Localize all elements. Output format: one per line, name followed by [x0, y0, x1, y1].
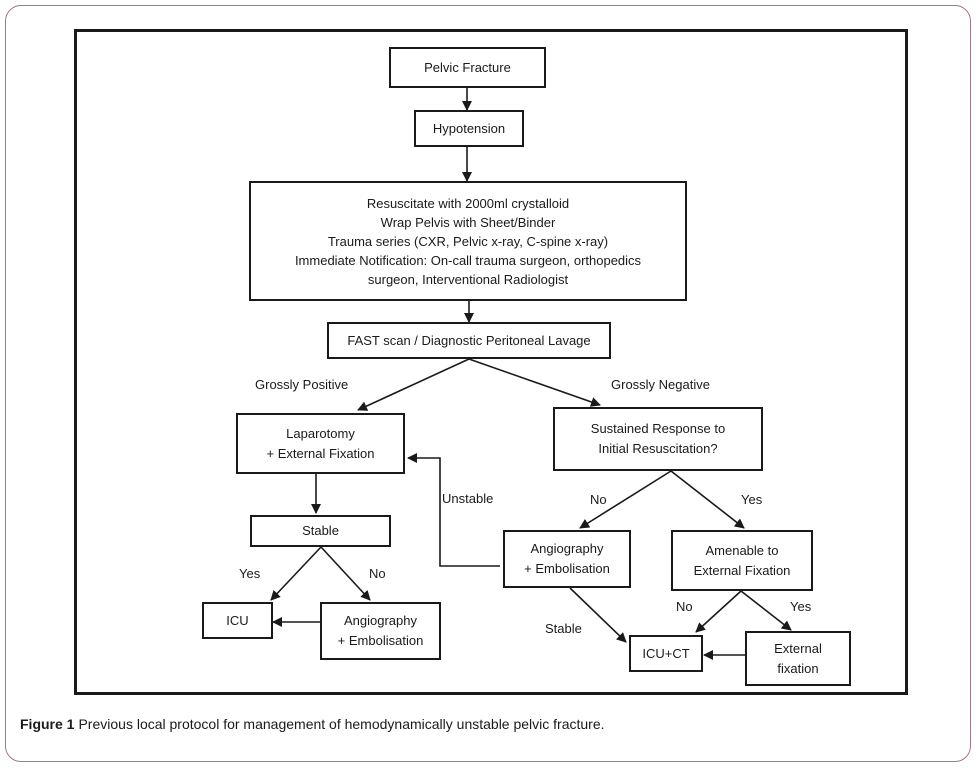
node-amenable-external-fixation: Amenable to External Fixation [671, 530, 813, 591]
node-pelvic-fracture: Pelvic Fracture [389, 47, 546, 88]
label-stable-yes: Yes [239, 566, 261, 581]
node-sustained-response: Sustained Response to Initial Resuscitat… [553, 407, 763, 471]
node-laparotomy: Laparotomy + External Fixation [236, 413, 405, 474]
label-stable-no: No [369, 566, 386, 581]
caption-text: Previous local protocol for management o… [78, 716, 605, 732]
label-grossly-positive: Grossly Positive [255, 377, 349, 392]
node-resuscitate: Resuscitate with 2000ml crystalloid Wrap… [249, 181, 687, 301]
label-grossly-negative: Grossly Negative [611, 377, 710, 392]
label-unstable: Unstable [442, 491, 494, 506]
label-no-response: No [590, 492, 607, 507]
node-fast-scan: FAST scan / Diagnostic Peritoneal Lavage [327, 322, 611, 359]
node-hypotension: Hypotension [414, 110, 524, 147]
node-icu-ct: ICU+CT [629, 635, 703, 672]
caption-label: Figure 1 [20, 716, 75, 732]
node-angiography-embolisation-left: Angiography + Embolisation [320, 602, 441, 660]
node-stable: Stable [250, 515, 391, 547]
label-yes-response: Yes [741, 492, 763, 507]
node-icu: ICU [202, 602, 273, 639]
node-angiography-embolisation-right: Angiography + Embolisation [503, 530, 631, 588]
label-angio-stable: Stable [545, 621, 582, 636]
label-amenable-no: No [676, 599, 693, 614]
label-amenable-yes: Yes [790, 599, 812, 614]
node-external-fixation: External fixation [745, 631, 851, 686]
